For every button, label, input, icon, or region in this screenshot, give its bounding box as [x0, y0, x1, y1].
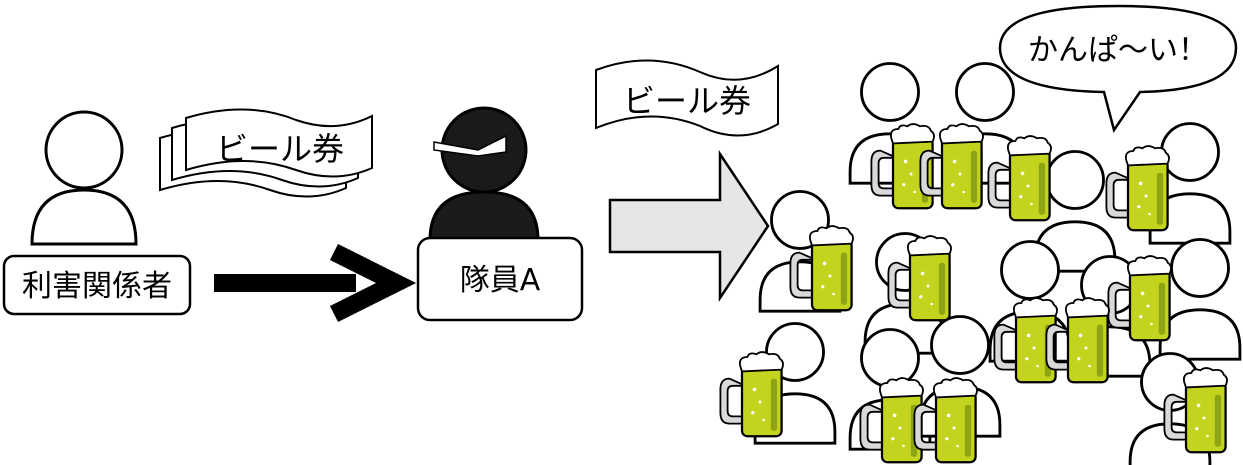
member-a-figure: 隊員A: [416, 106, 584, 322]
stakeholder-label: 利害関係者: [22, 269, 172, 304]
cheer-speech-bubble: かんぱ〜い！: [998, 4, 1238, 133]
voucher-stack-label: ビール券: [216, 130, 344, 168]
ninja-eye-slit-icon: [433, 134, 507, 157]
beer-mug-icon: [1105, 144, 1171, 232]
member-a-label: 隊員A: [460, 263, 541, 298]
cheer-text: かんぱ〜い！: [1028, 33, 1208, 68]
voucher-single: ビール券: [595, 59, 779, 137]
beer-mug-icon: [719, 350, 785, 438]
crowd-person: [1158, 238, 1242, 361]
stakeholder-figure: 利害関係者: [2, 110, 192, 316]
block-arrow: [608, 149, 770, 303]
voucher-single-label: ビール券: [623, 82, 751, 120]
transfer-arrow: [214, 243, 417, 323]
voucher-stack: ビール券: [159, 108, 373, 198]
